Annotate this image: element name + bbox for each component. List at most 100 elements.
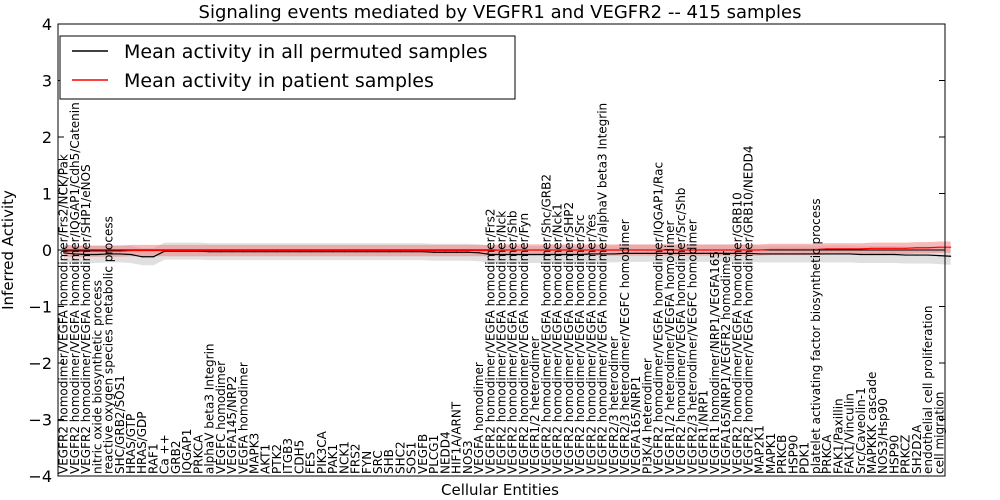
data-point	[253, 251, 256, 253]
x-tick-label: VEGFR2/3 heterodimer/VEGFC homodimer	[618, 219, 632, 474]
x-tick-label: VEGFA165/NRP1/VEGFR2 homodimer	[719, 251, 733, 474]
x-tick-label: PIK3CA	[315, 430, 329, 474]
x-tick-label: PRKCZ	[899, 435, 913, 474]
data-point	[287, 249, 289, 252]
x-tick-label: VEGFC homodimer	[214, 361, 228, 474]
x-tick-label: VEGFR1 homodimer/NRP1/VEGFA165	[708, 251, 722, 474]
data-point	[882, 247, 884, 249]
x-tick-label: VEGFR2 homodimer/VEGFA homodimer/Frs2	[483, 209, 497, 475]
data-point	[500, 253, 503, 256]
data-point	[231, 251, 233, 253]
data-point	[411, 251, 413, 253]
data-point	[489, 249, 491, 252]
data-point	[781, 248, 783, 251]
data-point	[276, 251, 278, 253]
data-point	[658, 252, 660, 254]
x-tick-label: VEGFR2 homodimer/VEGFA homodimer/GRB10/N…	[742, 145, 756, 474]
data-point	[871, 253, 873, 256]
data-point	[635, 252, 637, 254]
y-axis-label: Inferred Activity	[0, 190, 17, 310]
data-point	[343, 251, 345, 253]
data-point	[658, 249, 660, 251]
series-line-0	[63, 250, 951, 258]
x-tick-label: PRKCB	[775, 435, 789, 474]
data-point	[321, 249, 323, 252]
data-point	[265, 249, 267, 252]
data-point	[871, 247, 873, 249]
x-tick-label: FES	[304, 452, 318, 474]
data-point	[905, 254, 907, 256]
x-tick-label: VEGFR2 homodimer/VEGFA homodimer/IQGAP1/…	[652, 162, 666, 474]
x-tick-label: Ca ++	[158, 434, 172, 474]
data-point	[848, 248, 851, 250]
legend-label-permuted: Mean activity in all permuted samples	[124, 41, 487, 63]
data-point	[186, 249, 188, 252]
series-line-1	[63, 246, 951, 252]
data-point	[781, 253, 783, 255]
data-point	[893, 253, 896, 256]
data-point	[399, 251, 402, 253]
data-point	[792, 253, 795, 255]
x-tick-label: MAPK1	[764, 433, 778, 474]
data-point	[242, 249, 244, 252]
y-tick-label: 3	[42, 72, 52, 91]
data-point	[837, 253, 839, 255]
data-point	[455, 249, 458, 252]
data-point	[96, 253, 98, 256]
data-point	[613, 249, 615, 251]
x-tick-label: GRB2	[169, 440, 183, 474]
data-point	[770, 253, 772, 255]
data-point	[613, 253, 615, 255]
x-tick-label: VEGFR2 homodimer/VEGFA homodimer/Src/Shb	[674, 188, 688, 474]
data-point	[444, 249, 446, 252]
x-tick-label: PDK1	[798, 442, 812, 474]
data-point	[916, 247, 918, 249]
x-tick-label: PRKCA	[820, 434, 834, 474]
data-point	[568, 253, 570, 256]
data-point	[478, 249, 480, 252]
data-point	[63, 252, 65, 254]
data-point	[343, 249, 345, 252]
data-point	[860, 248, 862, 250]
y-tick-label: 1	[42, 185, 52, 204]
data-point	[905, 247, 907, 249]
data-point	[882, 253, 884, 256]
x-tick-label: VEGFR2 homodimer/VEGFA homodimer/GRB10	[730, 192, 744, 474]
data-point	[512, 253, 514, 256]
data-point	[770, 248, 772, 251]
x-tick-label: VEGFR2 homodimer/VEGFA homodimer/Fyn	[517, 213, 531, 474]
legend-label-patient: Mean activity in patient samples	[124, 70, 434, 92]
x-tick-label: FAK1/Paxillin	[831, 398, 845, 474]
data-point	[119, 250, 121, 252]
data-point	[197, 249, 199, 252]
x-tick-label: AKT1	[259, 444, 273, 474]
x-tick-label: reactive oxygen species metabolic proces…	[102, 216, 116, 474]
x-tick-label: SOS1	[405, 442, 419, 474]
x-tick-label: SHB	[382, 449, 396, 474]
data-point	[646, 249, 649, 251]
data-point	[624, 249, 626, 251]
x-tick-label: VEGFR2 homodimer/VEGFA homodimer/Frs2/NC…	[57, 154, 71, 474]
data-point	[703, 249, 705, 251]
x-tick-label: PRKCA	[191, 434, 205, 474]
x-tick-label: HSP90	[887, 435, 901, 474]
data-point	[388, 251, 390, 253]
data-point	[590, 253, 592, 255]
data-point	[489, 253, 491, 256]
data-point	[265, 251, 267, 253]
data-point	[579, 253, 581, 256]
data-point	[590, 249, 592, 251]
x-tick-label: HSP90	[786, 435, 800, 474]
data-point	[141, 249, 143, 252]
data-point	[624, 252, 626, 254]
data-point	[815, 248, 817, 251]
x-tick-label: platelet activating factor biosynthetic …	[809, 198, 823, 474]
data-point	[85, 250, 87, 252]
x-tick-label: VEGFA145/NRP2	[225, 376, 239, 474]
x-tick-label: HIF1A/ARNT	[450, 401, 464, 474]
data-point	[96, 250, 98, 252]
y-tick-label: 0	[42, 241, 52, 260]
x-tick-label: FYN	[360, 451, 374, 474]
